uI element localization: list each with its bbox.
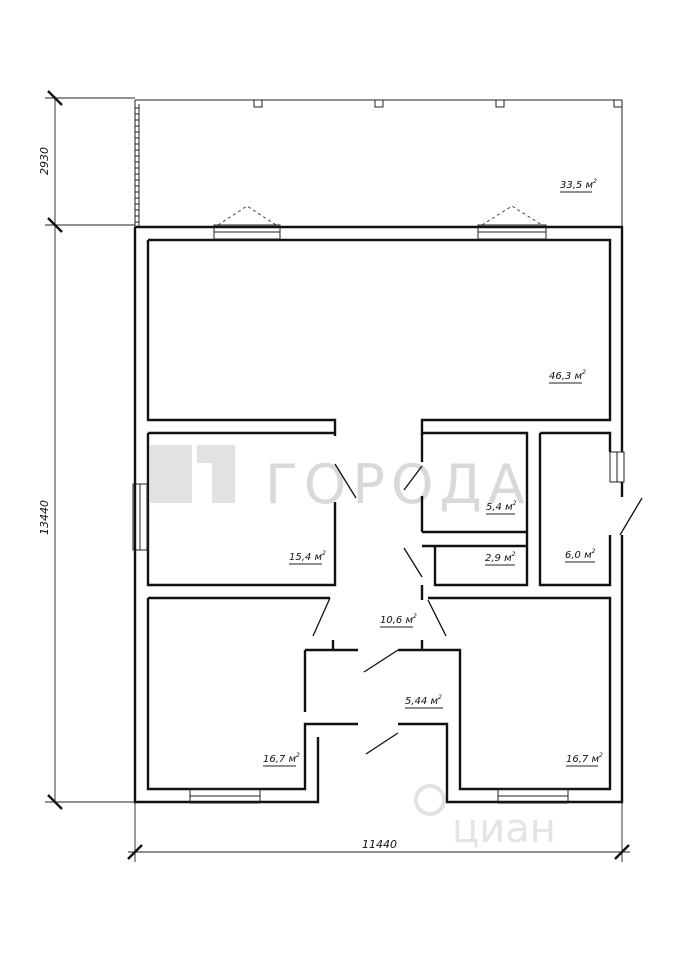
utility-area: 6,0 м2 — [565, 548, 596, 563]
vestibule-area: 5,44 м2 — [405, 694, 443, 709]
terrace — [134, 99, 623, 227]
door-swing — [363, 649, 399, 673]
hall-area: 10,6 м2 — [380, 613, 417, 628]
windows — [132, 205, 625, 804]
svg-text:16,7 м2: 16,7 м2 — [566, 752, 603, 765]
door-swing — [312, 597, 331, 637]
terrace-depth-dimension: 2930 — [38, 147, 51, 175]
agency-watermark-text: ГОРОДА — [265, 453, 531, 516]
svg-text:15,4 м2: 15,4 м2 — [289, 550, 326, 563]
door-swing — [334, 463, 357, 499]
room-labels: 33,5 м2 46,3 м2 15,4 м2 5,4 м2 2,9 м2 6,… — [263, 178, 603, 767]
terrace-post — [253, 99, 263, 108]
svg-text:2,9 м2: 2,9 м2 — [485, 551, 516, 564]
bedroom-left-walls — [146, 431, 337, 600]
bathrooms-walls — [420, 431, 612, 600]
svg-text:10,6 м2: 10,6 м2 — [380, 613, 417, 626]
svg-text:46,3 м2: 46,3 м2 — [549, 369, 586, 382]
svg-text:5,44 м2: 5,44 м2 — [405, 694, 442, 707]
doors — [312, 463, 643, 755]
house-width-dimension: 11440 — [362, 838, 397, 851]
svg-text:16,7 м2: 16,7 м2 — [263, 752, 300, 765]
house-depth-dimension: 13440 — [38, 500, 51, 535]
portal-watermark-text: циан — [452, 806, 556, 852]
terrace-railing — [135, 107, 139, 223]
entrance-door-swing — [619, 497, 643, 536]
bedroom-bottom-left-area: 16,7 м2 — [263, 752, 300, 767]
door-swing — [403, 547, 423, 578]
bath-area: 5,4 м2 — [486, 500, 517, 515]
bedroom-left-area: 15,4 м2 — [289, 550, 326, 565]
terrace-post — [495, 99, 505, 108]
door-swing — [365, 732, 399, 755]
svg-text:6,0 м2: 6,0 м2 — [565, 548, 596, 561]
door-swing — [427, 599, 447, 637]
living-room-area: 46,3 м2 — [549, 369, 586, 384]
svg-text:5,4 м2: 5,4 м2 — [486, 500, 517, 513]
exterior-walls — [133, 225, 624, 804]
agency-watermark: ГОРОДА — [150, 445, 531, 516]
terrace-post — [374, 99, 384, 108]
dimension-lines — [45, 90, 630, 862]
wc-area: 2,9 м2 — [485, 551, 516, 566]
door-swing — [403, 465, 423, 491]
portal-watermark: циан — [414, 784, 556, 852]
bedroom-bottom-right-area: 16,7 м2 — [566, 752, 603, 767]
bedroom-bottom-left-walls — [146, 598, 358, 791]
terrace-area: 33,5 м2 — [560, 178, 597, 193]
terrace-post — [613, 99, 623, 108]
svg-text:33,5 м2: 33,5 м2 — [560, 178, 597, 191]
